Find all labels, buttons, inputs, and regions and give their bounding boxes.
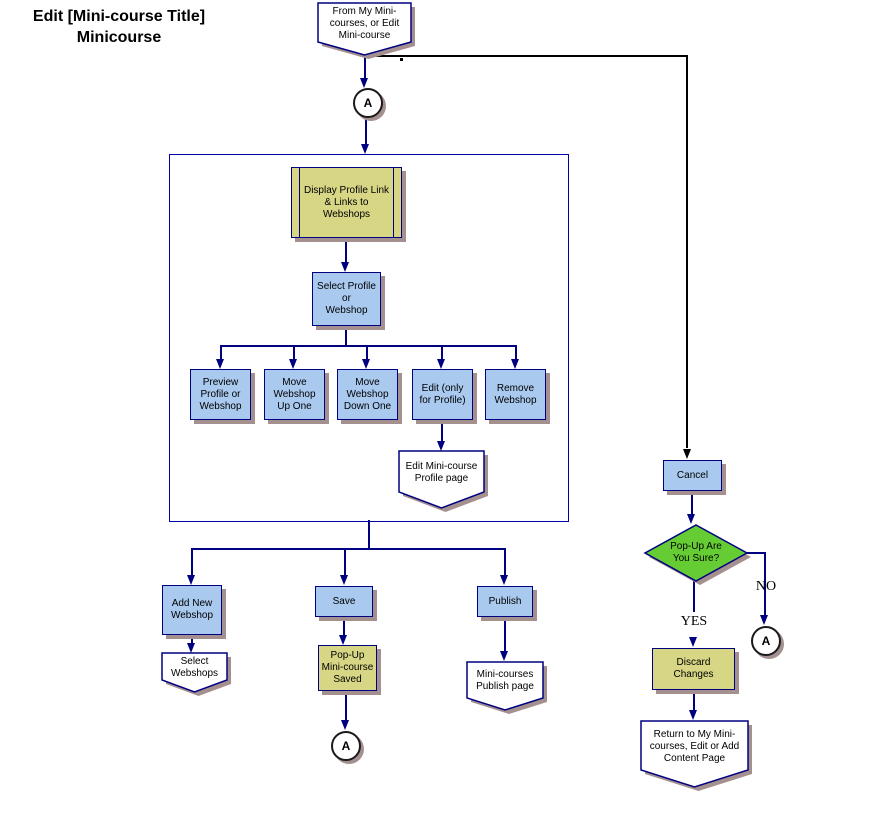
connector-line <box>515 346 517 360</box>
arrowhead-icon <box>341 720 349 730</box>
pentagon-shape <box>640 720 749 788</box>
arrowhead-icon <box>437 359 445 369</box>
connector-circle-a-save: A <box>331 731 361 761</box>
arrowhead-icon <box>683 449 691 459</box>
node-edit-minicourse-profile-page: Edit Mini-course Profile page <box>405 461 478 484</box>
node-cancel: Cancel <box>663 460 722 491</box>
connector-line <box>345 327 347 346</box>
arrowhead-icon <box>511 359 519 369</box>
offpage-start-shape <box>317 2 415 59</box>
stray-mark <box>400 58 403 61</box>
connector-circle-a-top: A <box>353 88 383 118</box>
connector-line <box>764 552 766 616</box>
connector-line <box>345 691 347 722</box>
connector-line <box>441 420 443 442</box>
node-add-new-webshop: Add New Webshop <box>162 585 222 635</box>
arrowhead-icon <box>339 635 347 645</box>
node-select-profile-or-webshop: Select Profile or Webshop <box>312 272 381 326</box>
node-preview-profile: Preview Profile or Webshop <box>190 369 251 420</box>
connector-line <box>191 549 193 576</box>
connector-line <box>365 55 688 57</box>
connector-line <box>343 617 345 637</box>
connector-line <box>364 55 366 79</box>
connector-line <box>693 691 695 711</box>
connector-line <box>441 346 443 360</box>
predefined-process-bar <box>393 168 394 237</box>
node-discard-changes: Discard Changes <box>652 648 735 690</box>
arrowhead-icon <box>437 441 445 451</box>
offpage-publish-page-shape <box>466 661 547 714</box>
connector-line <box>691 491 693 516</box>
connector-line <box>504 617 506 653</box>
connector-line <box>693 581 695 612</box>
connector-line <box>686 56 688 448</box>
arrowhead-icon <box>500 651 508 661</box>
edge-label-no: NO <box>755 579 777 594</box>
arrowhead-icon <box>340 575 348 585</box>
arrowhead-icon <box>361 144 369 154</box>
connector-line <box>293 346 295 360</box>
node-popup-minicourse-saved: Pop-Up Mini-course Saved <box>318 645 377 691</box>
arrowhead-icon <box>689 637 697 647</box>
page-title: Edit [Mini-course Title] Minicourse <box>5 6 233 48</box>
node-move-webshop-up: Move Webshop Up One <box>264 369 325 420</box>
arrowhead-icon <box>216 359 224 369</box>
connector-line <box>191 548 506 550</box>
offpage-select-webshops-shape <box>161 652 231 696</box>
node-display-profile-link: Display Profile Link & Links to Webshops <box>291 167 402 238</box>
arrowhead-icon <box>360 78 368 88</box>
arrowhead-icon <box>187 575 195 585</box>
node-edit-only-profile: Edit (only for Profile) <box>412 369 473 420</box>
pentagon-shape <box>466 661 544 711</box>
arrowhead-icon <box>362 359 370 369</box>
node-select-webshops: Select Webshops <box>170 656 219 679</box>
arrowhead-icon <box>760 615 768 625</box>
connector-line <box>191 635 193 645</box>
arrowhead-icon <box>187 643 195 653</box>
arrowhead-icon <box>687 514 695 524</box>
connector-line <box>365 117 367 145</box>
decision-are-you-sure-shape <box>643 524 751 585</box>
node-remove-webshop: Remove Webshop <box>485 369 546 420</box>
connector-circle-a-no: A <box>751 626 781 656</box>
arrowhead-icon <box>500 575 508 585</box>
offpage-edit-profile-shape <box>398 450 488 512</box>
connector-line <box>366 346 368 360</box>
arrowhead-icon <box>689 710 697 720</box>
page-title-line2: Minicourse <box>76 29 162 46</box>
connector-line <box>746 552 766 554</box>
edge-label-yes: YES <box>680 614 708 629</box>
offpage-return-shape <box>640 720 752 791</box>
connector-line <box>220 346 222 360</box>
connector-line <box>220 345 517 347</box>
pentagon-shape <box>161 652 228 693</box>
pentagon-shape <box>317 2 412 56</box>
predefined-process-bar <box>299 168 300 237</box>
node-start: From My Mini- courses, or Edit Mini-cour… <box>329 6 400 41</box>
diamond-shape <box>643 524 749 582</box>
page-title-line1: Edit [Mini-course Title] <box>32 8 206 25</box>
pentagon-shape <box>398 450 485 509</box>
connector-line <box>345 239 347 263</box>
arrowhead-icon <box>341 262 349 272</box>
connector-line <box>368 520 370 549</box>
node-save: Save <box>315 586 373 617</box>
arrowhead-icon <box>289 359 297 369</box>
node-label: Display Profile Link & Links to Webshops <box>303 184 390 220</box>
node-return-to-my-minicourses: Return to My Mini- courses, Edit or Add … <box>649 729 740 764</box>
node-minicourses-publish-page: Mini-courses Publish page <box>476 669 534 692</box>
node-popup-are-you-sure: Pop-Up Are You Sure? <box>670 541 722 564</box>
node-publish: Publish <box>477 586 533 617</box>
node-move-webshop-down: Move Webshop Down One <box>337 369 398 420</box>
connector-line <box>344 549 346 576</box>
connector-line <box>504 549 506 576</box>
